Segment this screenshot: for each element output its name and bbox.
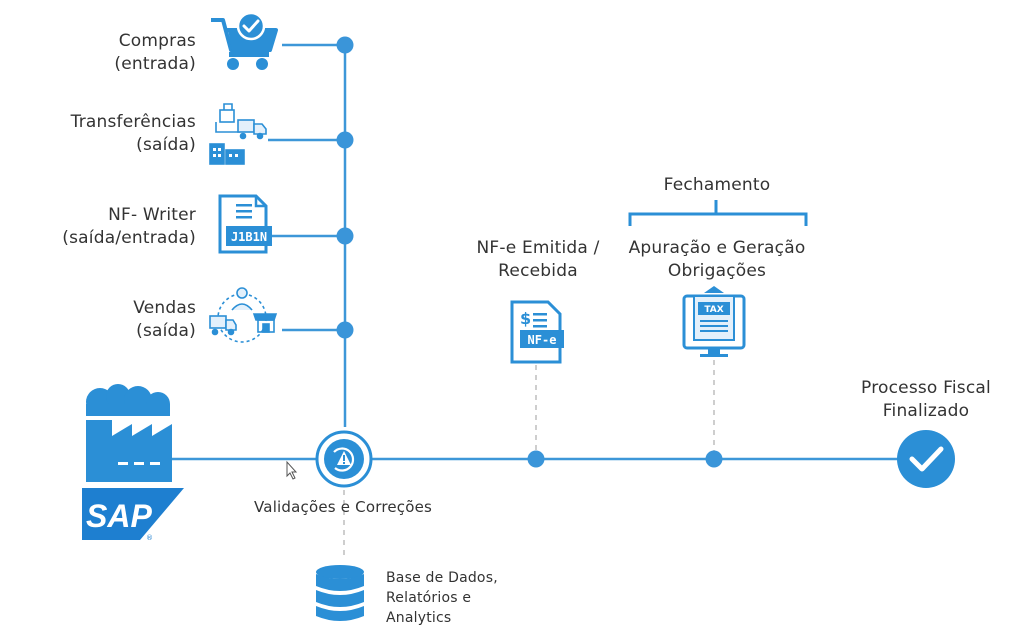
label-vendas: Vendas (saída)	[133, 297, 196, 343]
shield-alert-icon	[315, 430, 373, 488]
node-nfe	[527, 450, 545, 468]
fechamento-title: Fechamento	[663, 175, 771, 195]
truck-warehouse-icon	[209, 103, 267, 165]
fechamento-bracket	[628, 200, 808, 226]
shopping-cart-icon	[211, 11, 278, 70]
svg-text:®: ®	[146, 534, 153, 542]
node-vendas	[336, 321, 354, 339]
label-final: Processo Fiscal Finalizado	[846, 377, 1006, 423]
database-line1: Base de Dados,	[386, 570, 498, 586]
final-line2: Finalizado	[882, 401, 970, 421]
seller-delivery-icon	[209, 287, 278, 343]
tax-monitor-icon: TAX	[682, 286, 746, 357]
nfe-icon-text: NF-e	[528, 333, 557, 347]
apuracao-line1: Apuração e Geração	[628, 238, 806, 258]
sap-logo-text: SAP	[86, 498, 152, 534]
svg-text:J1B1N: J1B1N	[231, 230, 267, 244]
vendas-subtitle: (saída)	[136, 321, 196, 341]
compras-title: Compras	[118, 31, 196, 51]
compras-subtitle: (entrada)	[114, 54, 196, 74]
svg-text:$: $	[520, 309, 531, 328]
database-line2: Relatórios e	[386, 590, 472, 606]
database-icon	[316, 565, 364, 621]
apuracao-line2: Obrigações	[667, 261, 767, 281]
label-transferencias: Transferências (saída)	[71, 111, 196, 157]
label-nfe: NF-e Emitida / Recebida	[466, 237, 610, 283]
sap-logo: SAP ®	[82, 488, 184, 542]
validacoes-text: Validações e Correções	[254, 498, 433, 516]
transferencias-subtitle: (saída)	[136, 135, 196, 155]
nfe-line2: Recebida	[498, 261, 578, 281]
dashed-connectors	[343, 360, 715, 560]
label-validacoes: Validações e Correções	[254, 496, 432, 519]
label-compras: Compras (entrada)	[114, 30, 196, 76]
nfe-document-icon: $ NF-e	[510, 300, 564, 364]
node-compras	[336, 36, 354, 54]
tax-icon-text: TAX	[704, 305, 723, 315]
label-database: Base de Dados, Relatórios e Analytics	[386, 568, 498, 628]
nf-writer-subtitle: (saída/entrada)	[62, 228, 196, 248]
final-line1: Processo Fiscal	[861, 378, 991, 398]
node-fechamento	[705, 450, 723, 468]
label-nf-writer: NF- Writer (saída/entrada)	[62, 204, 196, 250]
factory-icon	[86, 384, 172, 482]
document-j1b1n-icon: J1B1N	[218, 194, 272, 254]
vendas-title: Vendas	[133, 298, 196, 318]
label-apuracao: Apuração e Geração Obrigações	[610, 237, 824, 283]
transferencias-title: Transferências	[70, 112, 196, 132]
database-line3: Analytics	[386, 610, 452, 626]
node-transferencias	[336, 131, 354, 149]
nfe-line1: NF-e Emitida /	[476, 238, 600, 258]
nf-writer-title: NF- Writer	[108, 205, 196, 225]
node-nf-writer	[336, 227, 354, 245]
flow-nodes	[336, 36, 723, 468]
check-circle-icon	[897, 430, 955, 488]
mouse-cursor-icon	[286, 460, 298, 480]
label-fechamento: Fechamento	[640, 174, 794, 197]
